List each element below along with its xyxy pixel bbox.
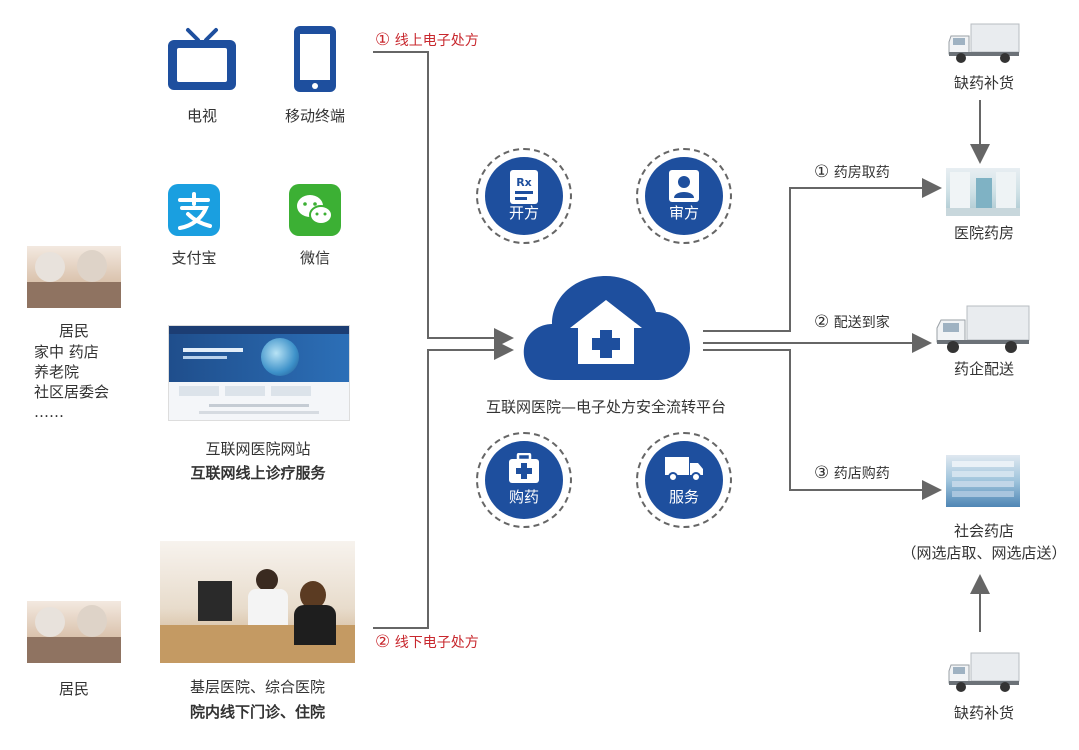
truck-icon (664, 453, 704, 487)
resident-top-places: 家中 药店 养老院 社区居委会 …… (34, 342, 109, 422)
prescribe-button[interactable]: Rx 开方 (485, 157, 563, 235)
wechat-icon (289, 184, 341, 236)
delivery-home-text: 配送到家 (833, 315, 890, 331)
social-pharmacy-photo (946, 455, 1020, 507)
social-pharmacy-sub-label: （网选店取、网选店送） (901, 544, 1067, 562)
offline-rx-line (373, 340, 514, 629)
hospital-label: 基层医院、综合医院 (189, 678, 325, 696)
tv-label: 电视 (186, 107, 217, 125)
restock-bottom-label: 缺药补货 (953, 704, 1014, 722)
resident-bottom-label: 居民 (58, 680, 89, 698)
online-rx-label: ① 线上电子处方 (375, 30, 479, 50)
service-button[interactable]: 服务 (645, 441, 723, 519)
pharmacy-pickup-label: ① 药房取药 (814, 162, 890, 182)
resident-place-3: 社区居委会 (34, 383, 110, 401)
review-ring (636, 148, 732, 244)
restock-truck-bottom-icon (947, 651, 1021, 693)
tv-icon (166, 26, 238, 94)
pharmacy-pickup-text: 药房取药 (833, 165, 890, 181)
resident-top-title: 居民 (58, 322, 89, 340)
website-service-label: 互联网线上诊疗服务 (190, 464, 326, 482)
clinic-photo (160, 541, 355, 663)
online-rx-text: 线上电子处方 (394, 33, 479, 49)
resident-photo-bottom (27, 601, 121, 663)
medkit-icon (507, 452, 541, 489)
mobile-label: 移动终端 (284, 107, 345, 125)
offline-rx-label: ② 线下电子处方 (375, 632, 479, 652)
store-buy-label: ③ 药店购药 (814, 463, 890, 483)
cloud-hospital-icon (520, 268, 692, 386)
id-card-icon (668, 169, 700, 207)
pharmacy-pickup-num: ① (814, 162, 830, 182)
alipay-icon (168, 184, 220, 236)
wechat-label: 微信 (299, 249, 330, 267)
service-ring (636, 432, 732, 528)
review-label: 审方 (668, 204, 699, 222)
hospital-pharmacy-photo (946, 168, 1020, 216)
website-label: 互联网医院网站 (205, 440, 311, 458)
to-pharmacy-line (703, 178, 942, 332)
buy-ring (476, 432, 572, 528)
hospital-pharmacy-label: 医院药房 (953, 224, 1014, 242)
platform-label: 互联网医院—电子处方安全流转平台 (485, 398, 726, 416)
prescribe-label: 开方 (508, 204, 539, 222)
offline-rx-num: ② (375, 632, 391, 652)
mobile-icon (292, 24, 338, 94)
rx-icon: Rx (509, 169, 539, 209)
pharma-delivery-label: 药企配送 (953, 360, 1014, 378)
resident-place-1: 家中 药店 (34, 343, 99, 361)
website-screenshot (168, 325, 350, 421)
to-store-line (703, 349, 942, 500)
prescribe-ring (476, 148, 572, 244)
rx-glyph: Rx (516, 176, 532, 189)
delivery-truck-icon (935, 304, 1031, 354)
service-label: 服务 (668, 488, 699, 506)
restock-top-label: 缺药补货 (953, 74, 1014, 92)
alipay-label: 支付宝 (171, 249, 217, 267)
resident-place-2: 养老院 (34, 363, 80, 381)
store-buy-num: ③ (814, 463, 830, 483)
offline-rx-text: 线下电子处方 (394, 635, 479, 651)
hospital-service-label: 院内线下门诊、住院 (189, 703, 325, 721)
delivery-home-num: ② (814, 312, 830, 332)
social-pharmacy-label: 社会药店 (953, 522, 1014, 540)
review-button[interactable]: 审方 (645, 157, 723, 235)
online-rx-num: ① (375, 30, 391, 50)
store-buy-text: 药店购药 (833, 466, 890, 482)
restock-truck-top-icon (947, 22, 1021, 64)
buy-label: 购药 (508, 488, 539, 506)
buy-button[interactable]: 购药 (485, 441, 563, 519)
resident-place-4: …… (34, 403, 64, 421)
resident-photo-top (27, 246, 121, 308)
online-rx-line (373, 51, 514, 348)
delivery-home-label: ② 配送到家 (814, 312, 890, 332)
